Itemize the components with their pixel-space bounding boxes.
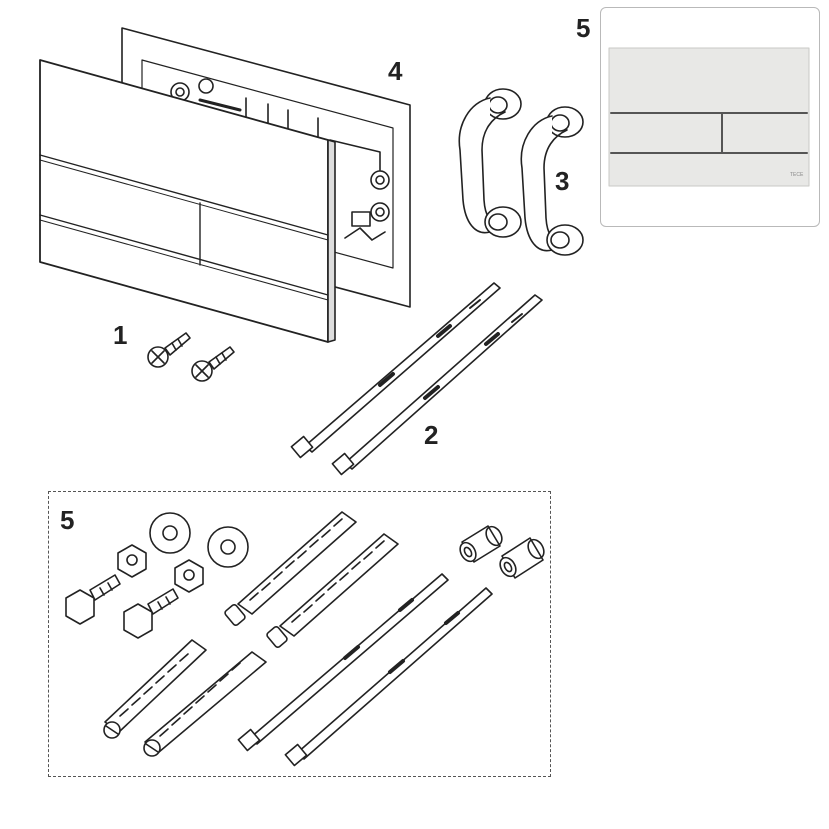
kit-sleeves (459, 525, 545, 579)
kit-studs (103, 511, 399, 757)
label-part-4: 4 (388, 56, 403, 86)
plate-logo: TECE (790, 172, 804, 178)
kit-hex-bolts (65, 574, 179, 639)
screws (147, 332, 235, 382)
kit-long-rods (237, 573, 493, 767)
label-part-1: 1 (113, 320, 128, 350)
kit-dashed-box (48, 491, 551, 777)
label-part-2: 2 (424, 420, 439, 450)
flush-plate (39, 59, 336, 343)
label-part-5-kit: 5 (60, 505, 75, 535)
kit-nuts-washers (117, 512, 249, 593)
rods (290, 282, 543, 476)
label-part-3: 3 (555, 166, 570, 196)
label-part-5-photo: 5 (576, 13, 591, 43)
plate-photo (608, 47, 810, 187)
grab-handles (458, 88, 584, 256)
